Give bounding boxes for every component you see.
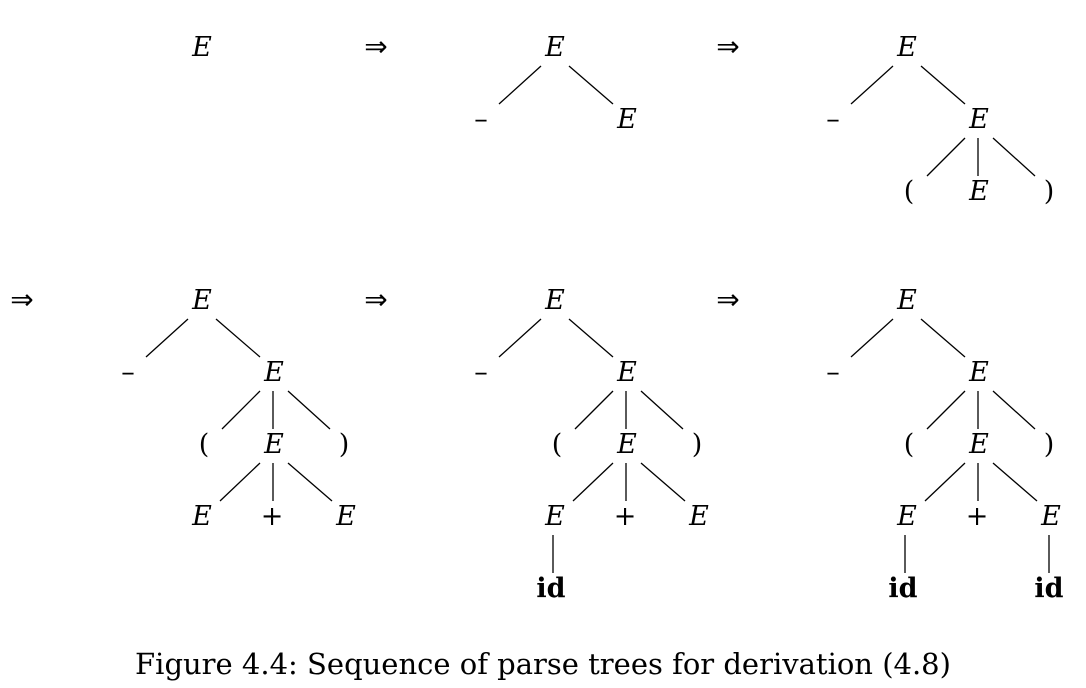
terminal-lparen: ( (904, 429, 915, 460)
parse-tree-2: E – E (474, 32, 637, 135)
terminal-minus: – (826, 104, 840, 135)
terminal-id: id (1034, 573, 1063, 604)
derivation-arrow-5: ⇒ (716, 283, 739, 316)
nonterminal-E: E (896, 501, 917, 532)
derivation-arrow-3: ⇒ (10, 283, 33, 316)
terminal-id: id (888, 573, 917, 604)
terminal-id: id (536, 573, 565, 604)
tree-edge (850, 318, 894, 358)
nonterminal-E: E (335, 501, 356, 532)
tree-edge (920, 318, 966, 358)
nonterminal-E: E (544, 501, 565, 532)
terminal-minus: – (826, 357, 840, 388)
nonterminal-E: E (896, 285, 917, 316)
tree-edge (924, 462, 966, 502)
tree-edge (992, 462, 1038, 502)
nonterminal-E: E (616, 357, 637, 388)
tree-edge (287, 462, 333, 502)
nonterminal-E: E (191, 501, 212, 532)
nonterminal-E: E (544, 285, 565, 316)
tree-edge (926, 137, 966, 177)
figure-caption: Figure 4.4: Sequence of parse trees for … (135, 647, 951, 681)
tree-edge (574, 390, 614, 430)
terminal-minus: – (121, 357, 135, 388)
terminal-rparen: ) (1044, 429, 1055, 460)
tree-edge (287, 390, 331, 430)
parse-tree-3: E – E ( E) (826, 32, 1054, 207)
tree-edge (568, 65, 614, 105)
parse-tree-1: E (191, 32, 212, 63)
tree-edge (850, 65, 894, 105)
nonterminal-E: E (968, 357, 989, 388)
nonterminal-E: E (544, 32, 565, 63)
tree-edge (498, 65, 542, 105)
tree-edge (219, 462, 261, 502)
nonterminal-E: E (968, 104, 989, 135)
derivation-arrow-2: ⇒ (716, 30, 739, 63)
parse-tree-6: E – E ( E) E + Eid id (826, 285, 1063, 604)
nonterminal-E: E (968, 176, 989, 207)
nonterminal-E: E (263, 357, 284, 388)
nonterminal-E: E (616, 104, 637, 135)
nonterminal-E: E (263, 429, 284, 460)
nonterminal-E: E (1040, 501, 1061, 532)
tree-edge (145, 318, 189, 358)
derivation-arrow-4: ⇒ (364, 283, 387, 316)
nonterminal-E: E (191, 32, 212, 63)
tree-edge (920, 65, 966, 105)
terminal-rparen: ) (692, 429, 703, 460)
terminal-rparen: ) (1044, 176, 1055, 207)
parse-tree-5: E – E ( E) E + Eid (474, 285, 709, 604)
nonterminal-E: E (968, 429, 989, 460)
terminal-lparen: ( (552, 429, 563, 460)
tree-edge (215, 318, 261, 358)
tree-edge (572, 462, 614, 502)
tree-edge (221, 390, 261, 430)
nonterminal-E: E (616, 429, 637, 460)
terminal-plus: + (966, 501, 989, 532)
terminal-lparen: ( (904, 176, 915, 207)
nonterminal-E: E (688, 501, 709, 532)
tree-edge (640, 390, 684, 430)
tree-edge (992, 137, 1036, 177)
terminal-minus: – (474, 357, 488, 388)
tree-edge (568, 318, 614, 358)
tree-edge (926, 390, 966, 430)
terminal-plus: + (614, 501, 637, 532)
derivation-arrow-1: ⇒ (364, 30, 387, 63)
tree-edge (992, 390, 1036, 430)
nonterminal-E: E (896, 32, 917, 63)
nonterminal-E: E (191, 285, 212, 316)
tree-edge (640, 462, 686, 502)
terminal-minus: – (474, 104, 488, 135)
terminal-lparen: ( (199, 429, 210, 460)
parse-tree-4: E – E ( E) E + E (121, 285, 356, 532)
tree-edge (498, 318, 542, 358)
terminal-plus: + (261, 501, 284, 532)
terminal-rparen: ) (339, 429, 350, 460)
